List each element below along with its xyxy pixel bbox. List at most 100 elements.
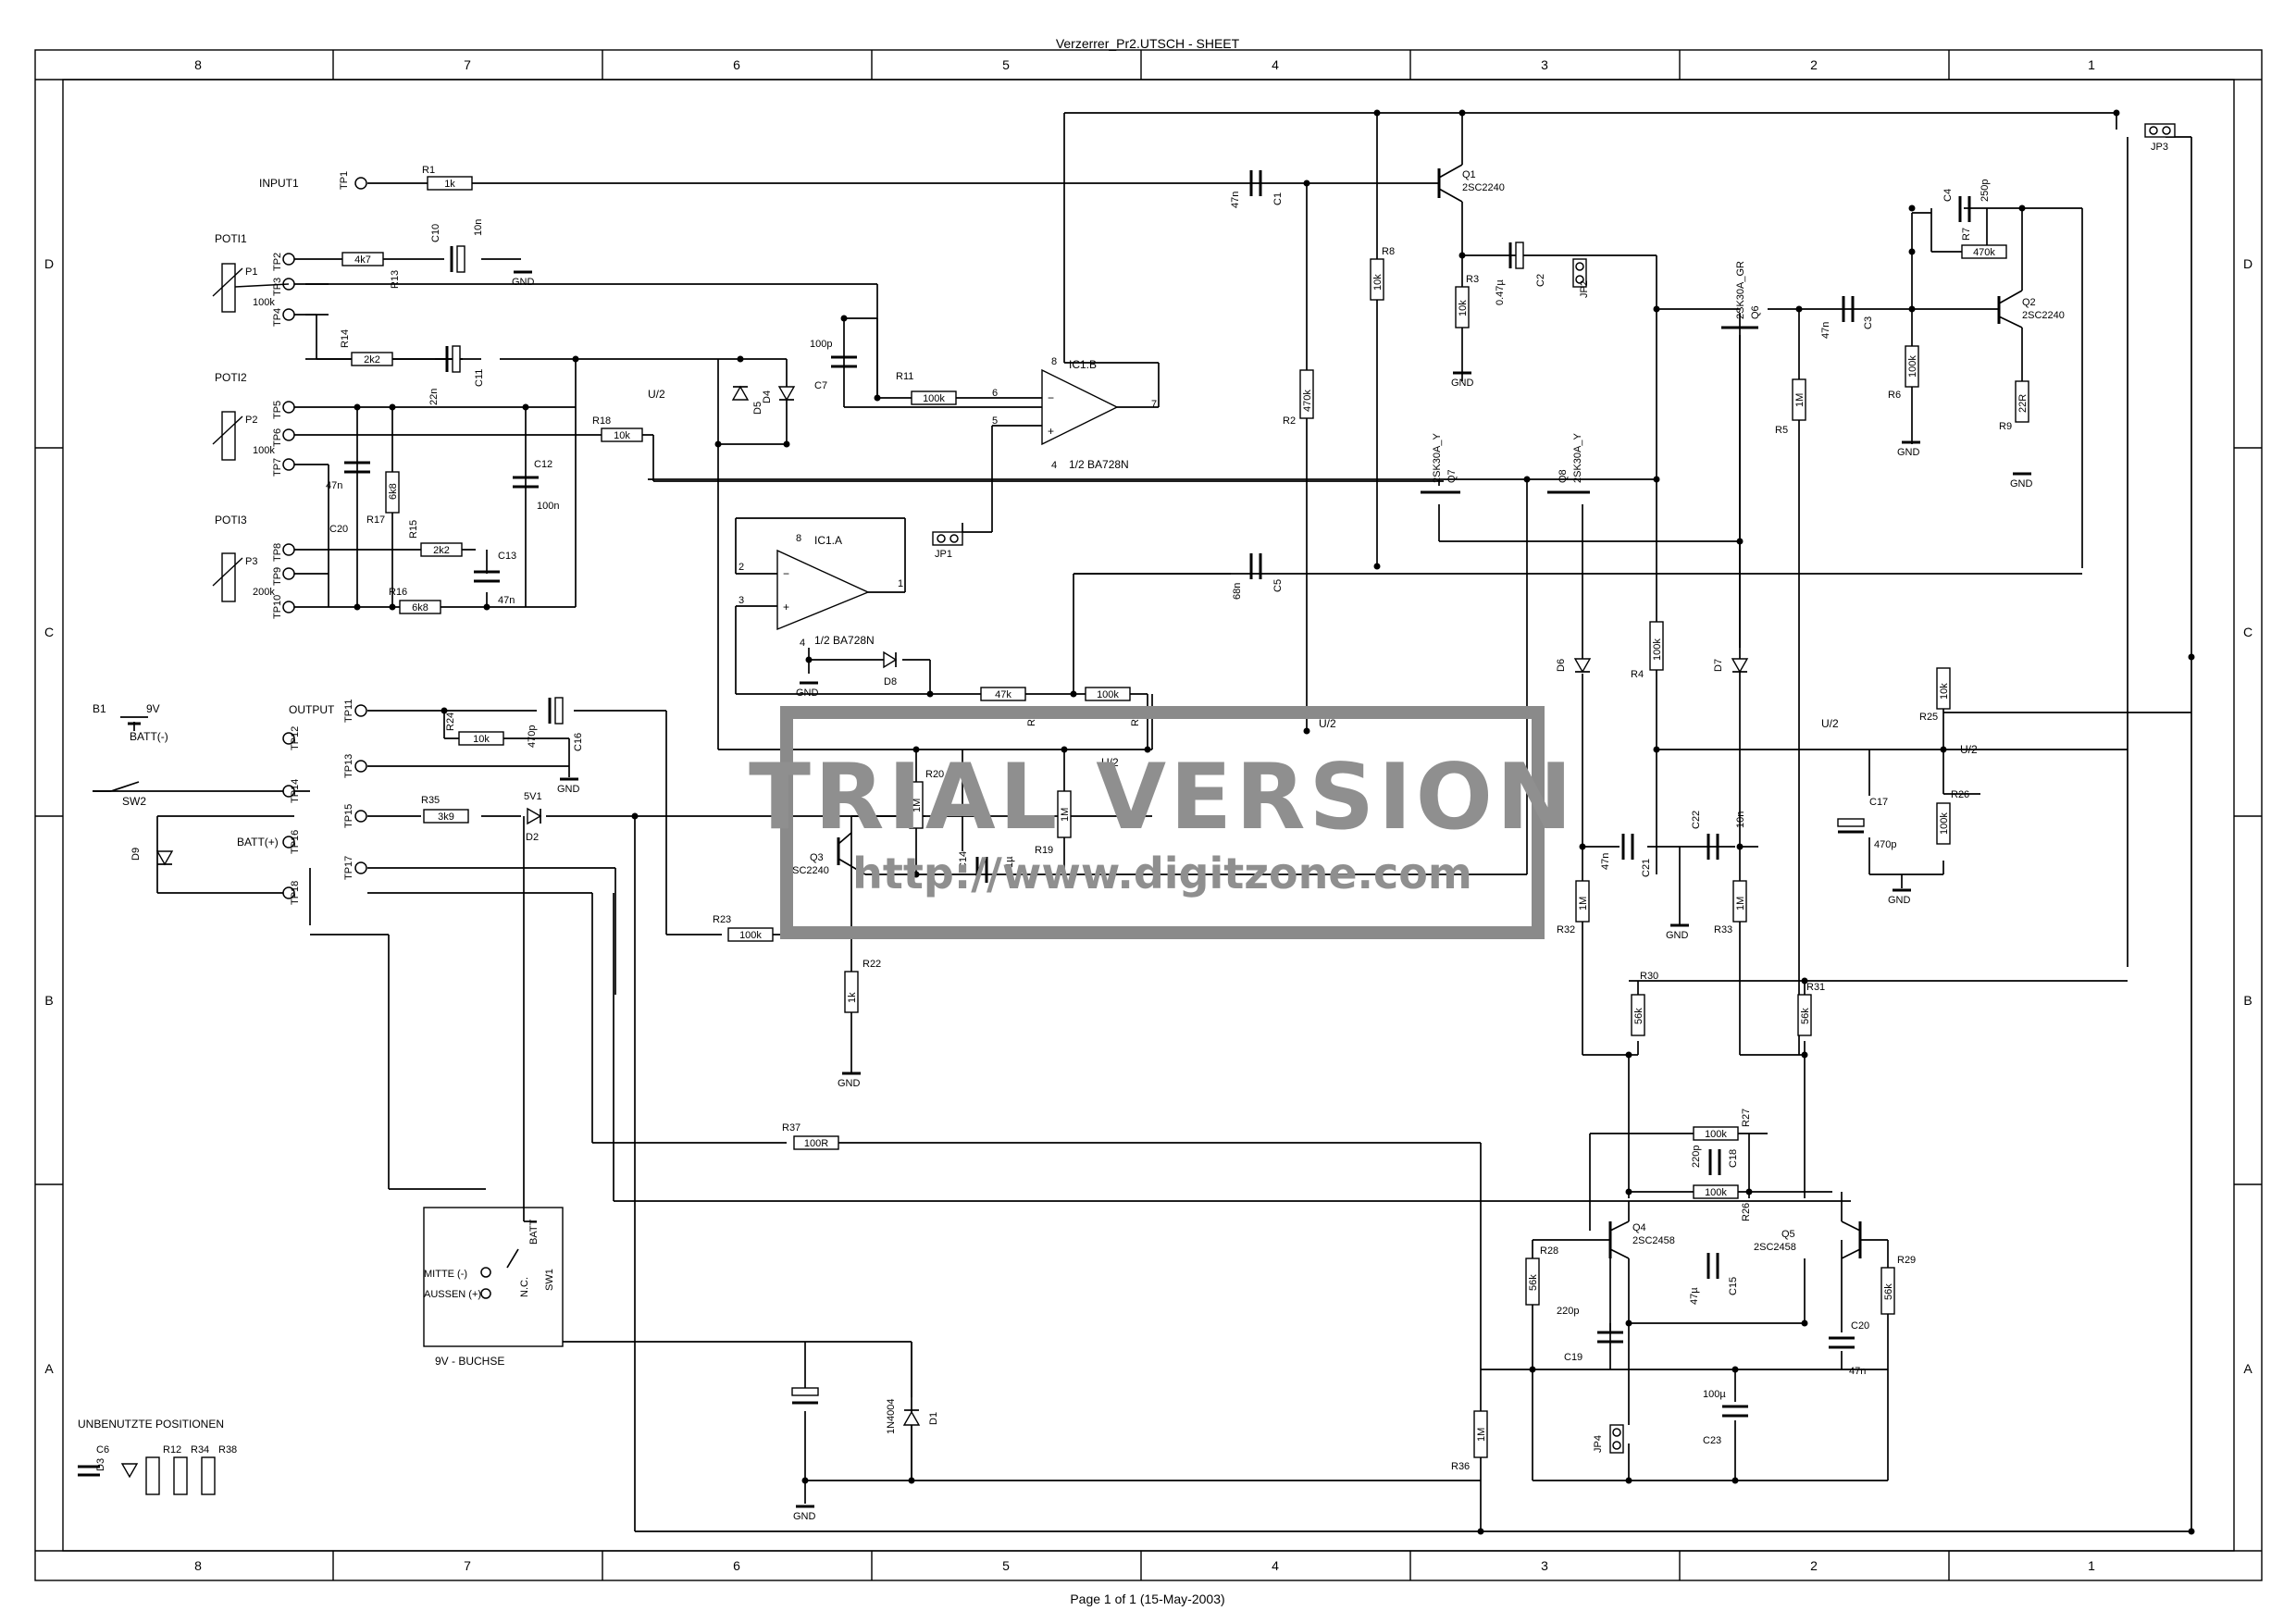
row-label: C (44, 625, 54, 639)
cap-value: 100p (810, 339, 832, 350)
ic-pin: 4 (1051, 460, 1057, 471)
res-value: 56k (1633, 1008, 1644, 1024)
diode-d7: D7 (1713, 658, 1749, 674)
resistor-r3: 10k R3 (1455, 274, 1479, 328)
res-value: 10k (1939, 683, 1950, 700)
cap-value: 1µ (1004, 856, 1015, 868)
capacitors: 47n C1 10n C10 22n C11 100p C7 47n C20 1… (326, 170, 1991, 1446)
res-value: 100k (1705, 1129, 1727, 1140)
pot-ref: P1 (245, 266, 257, 278)
cap-ref: C3 (1863, 316, 1874, 329)
unused-parts: C6 D3 R12 R34 R38 (78, 1444, 237, 1495)
pot-p1: P1 100k (212, 263, 290, 313)
unused-label: UNBENUTZTE POSITIONEN (78, 1418, 224, 1431)
tp-pin (282, 253, 295, 266)
cap-value: 0.47µ (1495, 279, 1506, 305)
res-ref: R29 (1897, 1255, 1916, 1266)
res-value: 2k2 (433, 545, 450, 556)
capacitor-c13: 1µ C14 (958, 851, 1015, 883)
svg-text:GND: GND (793, 1511, 816, 1522)
port-labels: INPUT1 POTI1 POTI2 POTI3 OUTPUT BATT(-) … (78, 177, 335, 1431)
row-label: B (2243, 993, 2252, 1008)
poti2-label: POTI2 (215, 371, 247, 384)
tp-pin (282, 732, 295, 745)
sw2-label: SW2 (122, 795, 146, 808)
ic-pin: 6 (992, 388, 998, 399)
resistor-r29: 56k R29 (1880, 1255, 1916, 1315)
res-ref: R35 (421, 795, 440, 806)
capacitor-c23 (791, 1387, 819, 1405)
resistor-r5: 1M R5 (1775, 378, 1806, 436)
jumper-jp1: JP1 (932, 531, 963, 560)
cap-value: 47n (1820, 322, 1831, 339)
cap-value: 47n (1230, 192, 1241, 208)
res-value: 100R (804, 1138, 828, 1149)
res-value: 1M (1735, 897, 1746, 911)
cap-ref: C10 (430, 224, 441, 242)
res-ref: R1 (422, 165, 435, 176)
tp-pin (282, 886, 295, 899)
jumper-jp3: JP3 (2144, 123, 2176, 153)
jumpers: JP1 JP2 JP3 JP4 (932, 123, 2176, 1454)
resistor-r31: 56k R31 (1797, 982, 1825, 1036)
cap-value: 100µ (1703, 1389, 1726, 1400)
unused-r12: R12 (145, 1444, 181, 1495)
col-label: 1 (2088, 57, 2095, 72)
capacitor-c8: 10n C10 (430, 219, 484, 273)
resistor-r14: 2k2 R14 (340, 329, 393, 366)
res-value: 56k (1800, 1008, 1811, 1024)
svg-text:GND: GND (2010, 478, 2033, 489)
resistor-r23: 10k R24 (445, 712, 504, 746)
cap-ref: C22 (1691, 811, 1702, 829)
cap-ref: C20 (329, 524, 348, 535)
res-ref: R14 (340, 329, 351, 348)
tp-pin (282, 567, 295, 580)
cap-ref: C17 (1869, 797, 1888, 808)
res-value: 100k (1907, 355, 1918, 378)
transistor-q2: Q2 2SC2240 (1980, 290, 2065, 328)
tr-ref: Q5 (1781, 1229, 1795, 1240)
capacitor-c14: 470p C16 (527, 697, 584, 751)
svg-text:+: + (783, 601, 789, 613)
resistor-r28: 56k R28 (1525, 1245, 1558, 1306)
pot-value: 100k (253, 297, 275, 308)
jumper-jp2: JP2 (1572, 258, 1590, 298)
capacitor-c1: 47n C1 (1230, 170, 1284, 208)
res-ref: R28 (1540, 1245, 1558, 1257)
row-label: D (2243, 256, 2253, 271)
jack-9v-buchse: MITTE (-) AUSSEN (+) N.C. BATT SW1 9V - … (423, 1207, 564, 1368)
pot-p3: P3 200k (212, 552, 275, 602)
ic-pin: 2 (738, 562, 744, 573)
cap-ref: C15 (1728, 1277, 1739, 1295)
tr-ref: Q3 (810, 852, 824, 863)
tr-part: 2SC2458 (1632, 1235, 1675, 1246)
unused-ref: C6 (96, 1444, 109, 1456)
tp-label: TP6 (272, 428, 283, 447)
tp-label: TP14 (290, 779, 301, 803)
tp-pin (282, 543, 295, 556)
tp-label: TP10 (272, 595, 283, 619)
tp-pin (282, 836, 295, 849)
resistor-r1: 1k R1 (422, 165, 473, 191)
res-ref: R30 (1640, 971, 1658, 982)
capacitor-c17: 220p C18 (1691, 1146, 1739, 1175)
gnd-symbol: GND (1897, 440, 1920, 458)
tp-pin (282, 308, 295, 321)
transistor-q4: Q4 2SC2458 (1608, 1220, 1675, 1259)
poti3-label: POTI3 (215, 514, 247, 527)
diode-ref: D6 (1556, 659, 1567, 672)
ic-pin: 1 (898, 578, 903, 589)
res-ref: R7 (1961, 228, 1972, 241)
cap-ref: C1 (1272, 192, 1284, 205)
transistor-q1: Q1 2SC2240 (1437, 164, 1505, 203)
cap-value: 47n (1849, 1366, 1866, 1377)
cap-ref: C7 (814, 380, 827, 391)
res-value: 100k (1939, 812, 1950, 835)
switch-sw2 (93, 781, 140, 792)
res-ref: R33 (1714, 924, 1732, 935)
ic-ref: IC1.B (1069, 358, 1097, 371)
resistor-r37: 100R R37 (782, 1122, 839, 1150)
batt-minus-label: BATT(-) (130, 730, 168, 743)
res-value: 10k (473, 734, 490, 745)
resistor-r25: 100k R26 (1936, 789, 1969, 845)
